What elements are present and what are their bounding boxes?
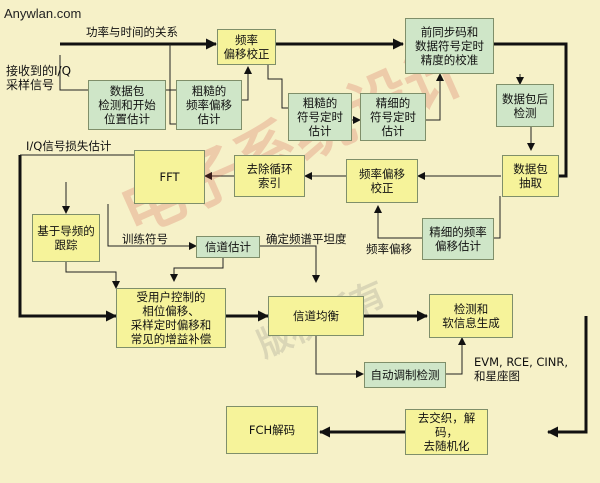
node-auto-modulation-detection: 自动调制检测 [364,362,446,388]
label-evm-metrics: EVM, RCE, CINR, 和星座图 [474,355,569,383]
label-iq-input: 接收到的I/Q 采样信号 [6,64,72,92]
site-watermark-text: Anywlan.com [4,6,82,21]
node-packet-post-detection: 数据包后 检测 [496,84,554,127]
node-preamble-timing-calibration: 前同步码和 数据符号定时 精度的校准 [405,18,494,74]
node-fft: FFT [134,150,205,204]
node-pilot-tracking: 基于导频的 跟踪 [32,214,100,262]
node-coarse-freq-estimate: 粗糙的 频率偏移 估计 [176,80,242,130]
node-cyclic-prefix-removal: 去除循环 索引 [234,155,305,197]
node-freq-offset-correction-mid: 频率偏移 校正 [346,159,418,203]
node-packet-detection: 数据包 检测和开始 位置估计 [88,80,166,130]
node-fine-timing-estimate: 精细的 符号定时 估计 [360,93,426,141]
node-fine-freq-estimate: 精细的频率 偏移估计 [422,218,494,260]
node-channel-equalization: 信道均衡 [268,296,364,336]
label-frequency-offset: 频率偏移 [366,242,412,256]
node-channel-estimation: 信道估计 [196,236,260,258]
label-spectral-flatness: 确定频谱平坦度 [266,232,347,246]
node-freq-offset-correction-top: 频率 偏移校正 [217,29,276,65]
node-fch-decoding: FCH解码 [226,406,318,454]
node-detection-soft-info: 检测和 软信息生成 [429,294,513,338]
node-deinterleave-decode: 去交织，解码， 去随机化 [405,409,488,455]
label-power-time: 功率与时间的关系 [86,25,178,39]
node-coarse-timing-estimate: 粗糙的 符号定时 估计 [288,93,352,141]
label-iq-loss: I/Q信号损失估计 [26,139,112,153]
label-training-symbols: 训练符号 [122,232,168,246]
node-packet-extraction: 数据包 抽取 [502,155,559,197]
node-user-controlled-compensation: 受用户控制的 相位偏移、 采样定时偏移和 常见的增益补偿 [116,288,226,348]
